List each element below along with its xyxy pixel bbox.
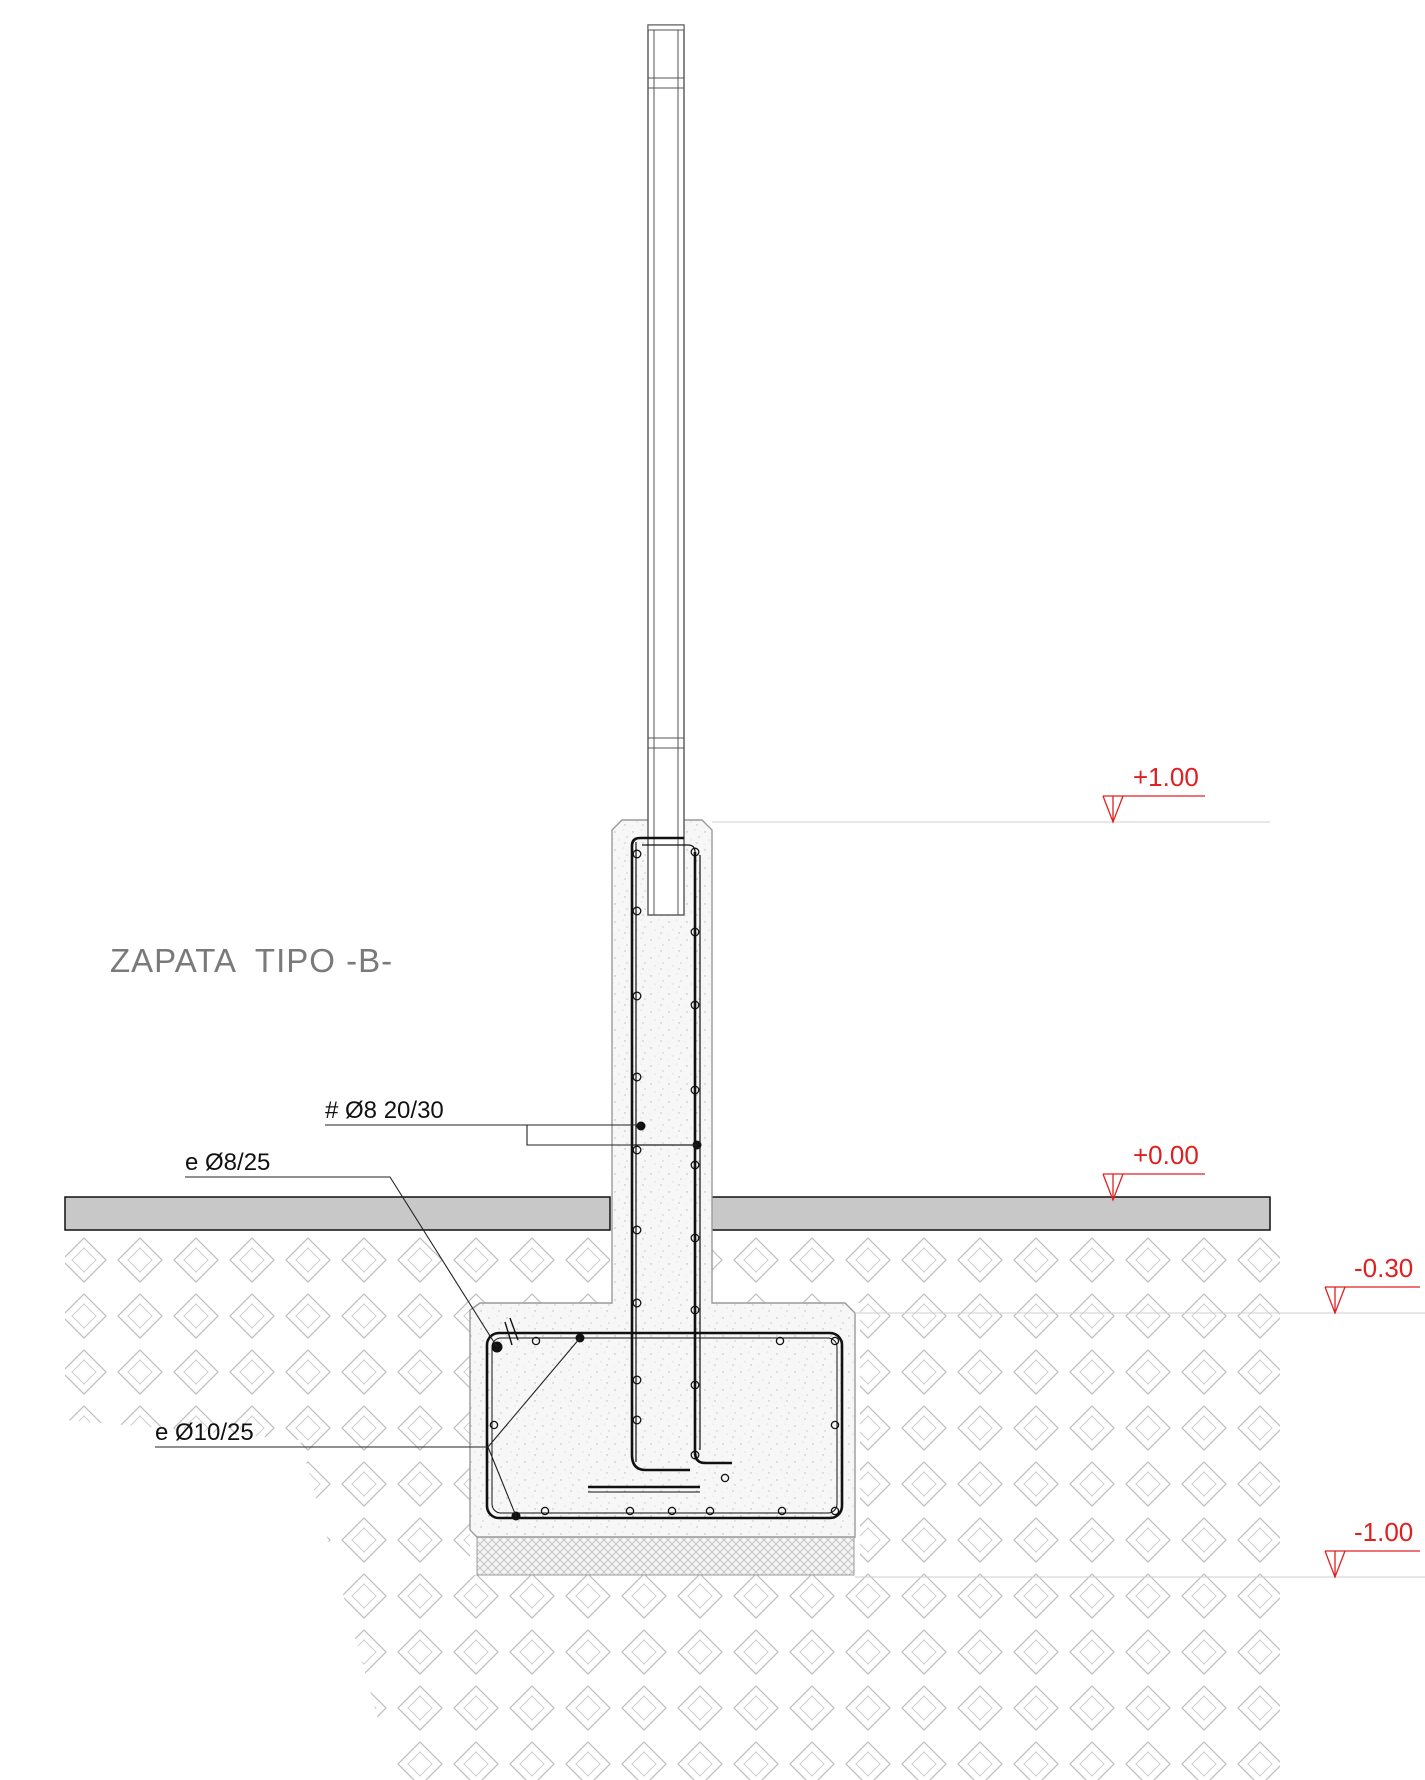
callout-stirrup-lower: e Ø10/25	[155, 1419, 254, 1446]
level-label-footing-top: -0.30	[1354, 1253, 1413, 1283]
soil-hatch	[65, 1235, 1280, 1780]
level-label-top: +1.00	[1133, 762, 1199, 792]
level-marker-ground: +0.00	[1102, 1140, 1205, 1202]
leader-lines	[155, 1124, 697, 1517]
drawing-title: ZAPATA TIPO -B-	[110, 942, 393, 979]
steel-post	[647, 24, 685, 916]
level-marker-footing-top: -0.30	[1324, 1253, 1420, 1315]
level-reference-lines	[712, 821, 1425, 1578]
callout-mesh: # Ø8 20/30	[325, 1097, 444, 1124]
level-marker-footing-bottom: -1.00	[1324, 1517, 1420, 1579]
lean-concrete-layer	[476, 1536, 855, 1576]
ground-band	[64, 1196, 1271, 1231]
level-marker-top: +1.00	[1102, 762, 1205, 824]
level-label-footing-bottom: -1.00	[1354, 1517, 1413, 1547]
concrete-footing	[469, 819, 856, 1538]
callout-stirrup-upper: e Ø8/25	[185, 1149, 270, 1176]
rebar-footing-stirrup	[485, 1317, 844, 1520]
rebar-sections	[489, 847, 840, 1516]
level-label-ground: +0.00	[1133, 1140, 1199, 1170]
